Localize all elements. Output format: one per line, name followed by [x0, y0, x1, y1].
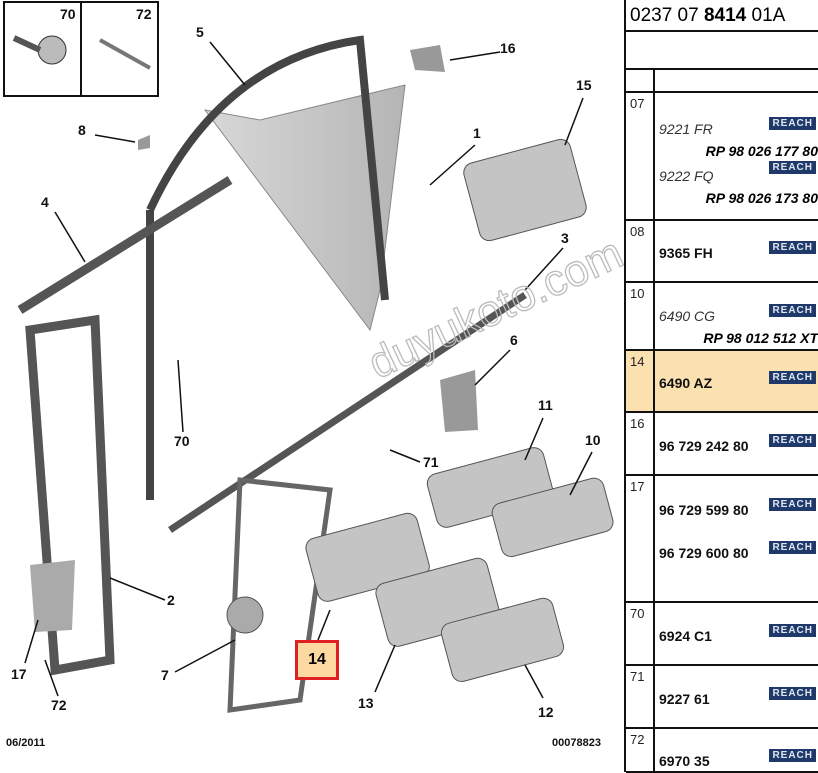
- part-reference[interactable]: 9221 FR: [659, 121, 713, 137]
- reference-number: 00078823: [552, 737, 601, 749]
- reach-badge[interactable]: REACH: [769, 498, 816, 511]
- trim-panel: [30, 560, 75, 632]
- callout-70: 70: [60, 6, 76, 22]
- inner-weatherstrip: [168, 292, 527, 533]
- part-reference[interactable]: 6490 CG: [659, 308, 716, 324]
- item-number: 72: [626, 729, 655, 771]
- reach-badge[interactable]: REACH: [769, 304, 816, 317]
- blank-area: [626, 32, 818, 70]
- door-glass: [203, 84, 406, 332]
- parts-diagram: duyukoto.com 70 72 5 16 15 8 1 4 3 6 70 …: [3, 1, 624, 749]
- callout-1: 1: [473, 125, 481, 141]
- window-switches: [305, 138, 614, 682]
- part-reference[interactable]: 96 729 600 80: [659, 545, 749, 561]
- callout-11: 11: [538, 397, 553, 413]
- reach-badge[interactable]: REACH: [769, 541, 816, 554]
- part-reference[interactable]: 6970 35: [659, 753, 710, 769]
- callout-13: 13: [358, 695, 374, 711]
- callout-71: 71: [423, 454, 439, 470]
- reach-badge[interactable]: REACH: [769, 371, 816, 384]
- callout-72b: 72: [51, 697, 67, 713]
- door-exploded-view: duyukoto.com: [3, 1, 624, 713]
- callout-10: 10: [585, 432, 601, 448]
- item-number: 71: [626, 666, 655, 727]
- item-number: 14: [626, 351, 655, 411]
- screw-icon: [37, 35, 67, 65]
- part-reference[interactable]: 9222 FQ: [659, 168, 714, 184]
- item-number: 16: [626, 413, 655, 474]
- reach-badge[interactable]: REACH: [769, 687, 816, 700]
- item-number: 07: [626, 93, 655, 219]
- reach-badge[interactable]: REACH: [769, 624, 816, 637]
- code-prefix: 0237 07: [630, 5, 704, 26]
- callout-70b: 70: [174, 433, 190, 449]
- part-reference[interactable]: 96 729 599 80: [659, 502, 749, 518]
- callout-15: 15: [576, 77, 592, 93]
- callout-72: 72: [136, 6, 152, 22]
- rp-reference: RP 98 026 177 80: [705, 143, 818, 159]
- reach-badge[interactable]: REACH: [769, 117, 816, 130]
- reach-badge[interactable]: REACH: [769, 434, 816, 447]
- door-frame-seal: [25, 314, 115, 676]
- code-suffix: 01A: [746, 5, 786, 26]
- leader-lines: [24, 41, 593, 699]
- callout-8: 8: [78, 122, 86, 138]
- part-reference[interactable]: 6924 C1: [659, 628, 712, 644]
- reach-badge[interactable]: REACH: [769, 241, 816, 254]
- item-number: 10: [626, 283, 655, 349]
- reach-badge[interactable]: REACH: [769, 161, 816, 174]
- window-regulator: [227, 477, 333, 713]
- watermark: duyukoto.com: [361, 228, 624, 388]
- callout-5: 5: [196, 24, 204, 40]
- item-number: 70: [626, 603, 655, 664]
- door-seal: [146, 35, 389, 301]
- diagram-code: 0237 07 8414 01A: [626, 0, 818, 32]
- item-number: 08: [626, 221, 655, 281]
- part-reference[interactable]: 6490 AZ: [659, 375, 713, 391]
- part-reference[interactable]: 9227 61: [659, 691, 710, 707]
- callout-16: 16: [500, 40, 516, 56]
- callout-12: 12: [538, 704, 554, 720]
- callout-2: 2: [167, 592, 175, 608]
- part-reference[interactable]: 96 729 242 80: [659, 438, 749, 454]
- outer-weatherstrip: [17, 176, 233, 314]
- part-reference[interactable]: 9365 FH: [659, 245, 713, 261]
- rp-reference: RP 98 026 173 80: [705, 190, 818, 206]
- rivet-icon: [99, 38, 151, 70]
- callout-7: 7: [161, 667, 169, 683]
- reach-badge[interactable]: REACH: [769, 749, 816, 762]
- callout-4: 4: [41, 194, 49, 210]
- callout-6: 6: [510, 332, 518, 348]
- rp-reference: RP 98 012 512 XT: [703, 330, 818, 346]
- code-bold: 8414: [703, 5, 747, 26]
- callout-17: 17: [11, 666, 27, 682]
- corner-trim: [410, 45, 445, 72]
- column-header-row: [626, 70, 818, 93]
- callout-3: 3: [561, 230, 569, 246]
- item-number: 17: [626, 476, 655, 601]
- callout-14-highlighted[interactable]: 14: [295, 640, 339, 680]
- bracket: [440, 370, 478, 432]
- date-label: 06/2011: [6, 737, 46, 749]
